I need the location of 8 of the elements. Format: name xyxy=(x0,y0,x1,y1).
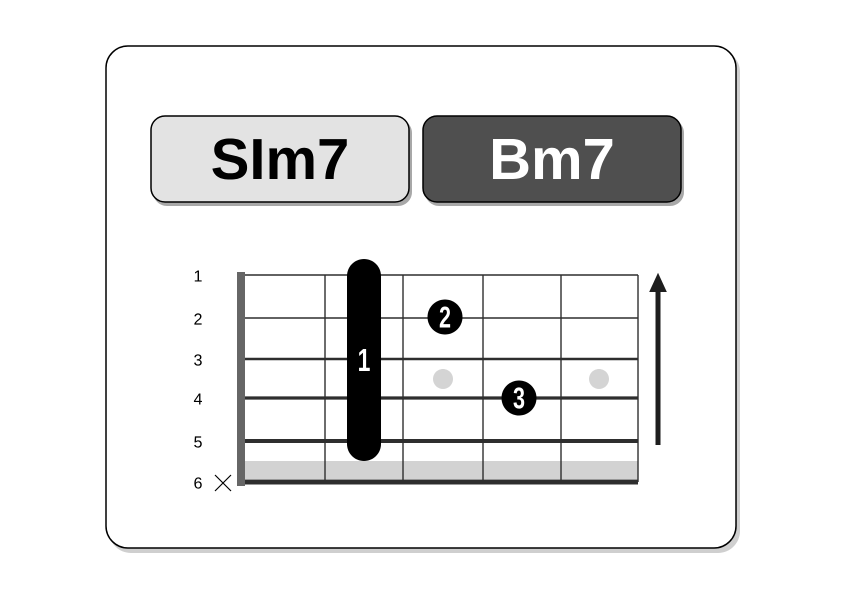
string-number: 6 xyxy=(194,477,202,489)
string-number: 4 xyxy=(194,394,202,404)
chord-name-box: SIm7 xyxy=(150,115,412,206)
string-number: 1 xyxy=(194,270,202,282)
string-number: 5 xyxy=(194,436,202,448)
string-number: 2 xyxy=(194,313,202,325)
chord-name-box: Bm7 xyxy=(422,115,684,206)
string-number: 3 xyxy=(194,354,202,366)
